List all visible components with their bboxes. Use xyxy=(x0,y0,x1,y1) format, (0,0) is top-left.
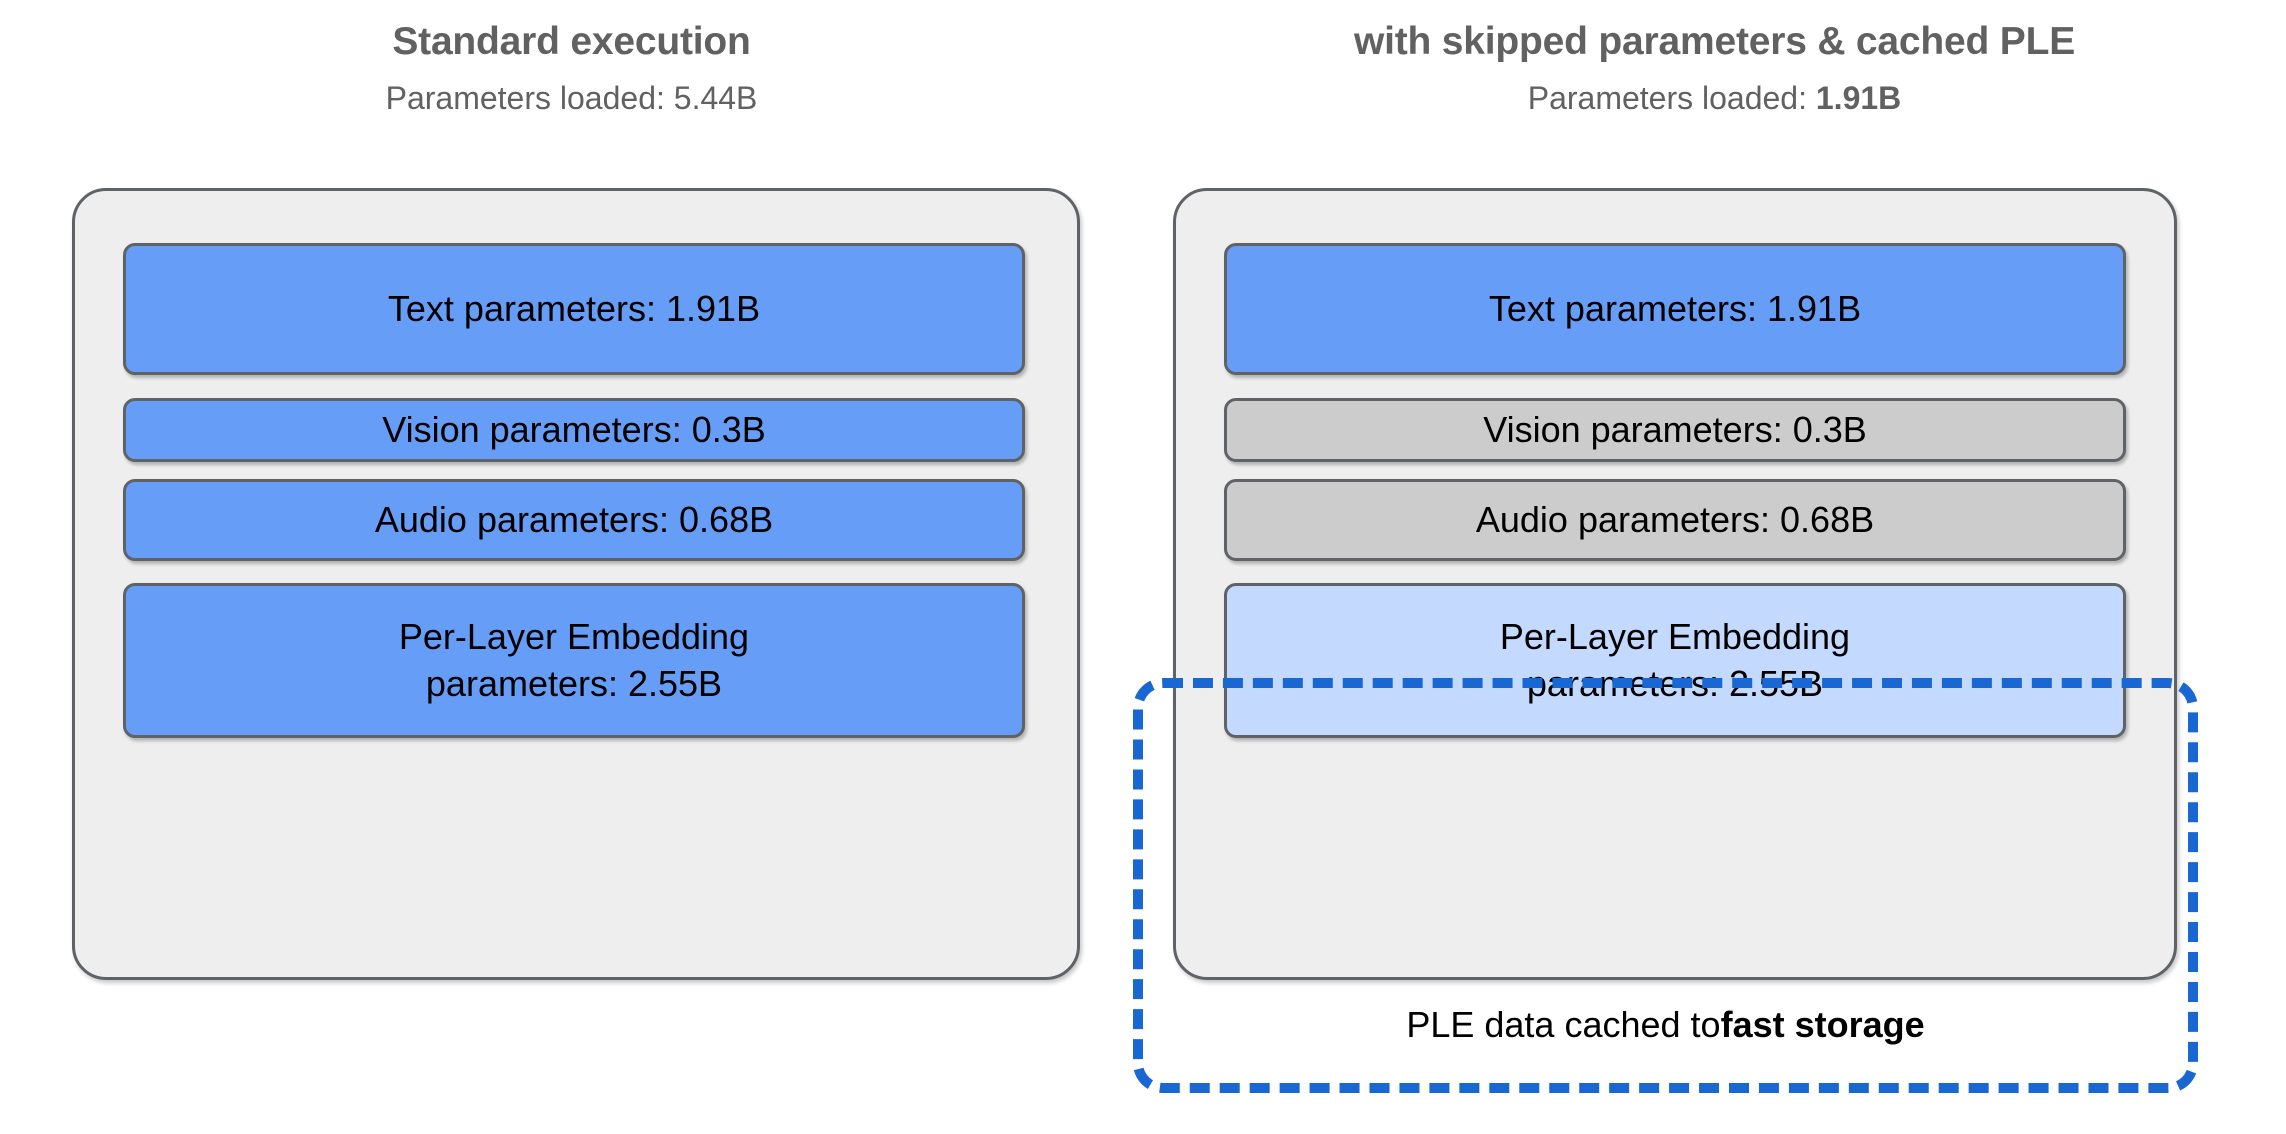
block-vision-parameters-standard: Vision parameters: 0.3B xyxy=(123,398,1025,462)
column-standard-execution: Standard execution Parameters loaded: 5.… xyxy=(0,20,1143,980)
skipped-parameters-loaded-label: Parameters loaded: xyxy=(1527,80,1816,116)
block-per-layer-embedding-standard: Per-Layer Embedding parameters: 2.55B xyxy=(123,583,1025,738)
ple-label-line1-cached: Per-Layer Embedding xyxy=(1499,616,1851,658)
standard-parameters-loaded-label: Parameters loaded: xyxy=(385,80,674,116)
block-per-layer-embedding-cached: Per-Layer Embedding parameters: 2.55B xyxy=(1224,583,2126,738)
cache-caption-prefix: PLE data cached to xyxy=(1406,1004,1721,1045)
standard-parameters-loaded-value: 5.44B xyxy=(673,80,758,116)
ple-label-line2-cached: parameters: 2.55B xyxy=(1526,662,1824,704)
standard-model-panel: Text parameters: 1.91B Vision parameters… xyxy=(72,188,1080,980)
block-vision-parameters-skipped: Vision parameters: 0.3B xyxy=(1224,398,2126,462)
block-text-parameters-skipped: Text parameters: 1.91B xyxy=(1224,243,2126,375)
skipped-column-title: with skipped parameters & cached PLE xyxy=(1353,20,2076,63)
standard-parameters-loaded: Parameters loaded: 5.44B xyxy=(0,80,1143,117)
block-audio-parameters-standard: Audio parameters: 0.68B xyxy=(123,479,1025,561)
skipped-model-panel: Text parameters: 1.91B Vision parameters… xyxy=(1173,188,2177,980)
block-text-parameters-standard: Text parameters: 1.91B xyxy=(123,243,1025,375)
ple-label-line1-standard: Per-Layer Embedding xyxy=(398,616,750,658)
skipped-parameters-loaded-value: 1.91B xyxy=(1815,80,1902,116)
standard-column-title: Standard execution xyxy=(392,20,751,63)
cache-caption-emphasis: fast storage xyxy=(1720,1004,1925,1045)
column-skipped-cached: with skipped parameters & cached PLE Par… xyxy=(1143,0,2286,1134)
cache-caption: PLE data cached to fast storage xyxy=(1133,980,2198,1070)
ple-label-line2-standard: parameters: 2.55B xyxy=(425,662,723,704)
block-audio-parameters-skipped: Audio parameters: 0.68B xyxy=(1224,479,2126,561)
skipped-parameters-loaded: Parameters loaded: 1.91B xyxy=(1143,80,2286,117)
